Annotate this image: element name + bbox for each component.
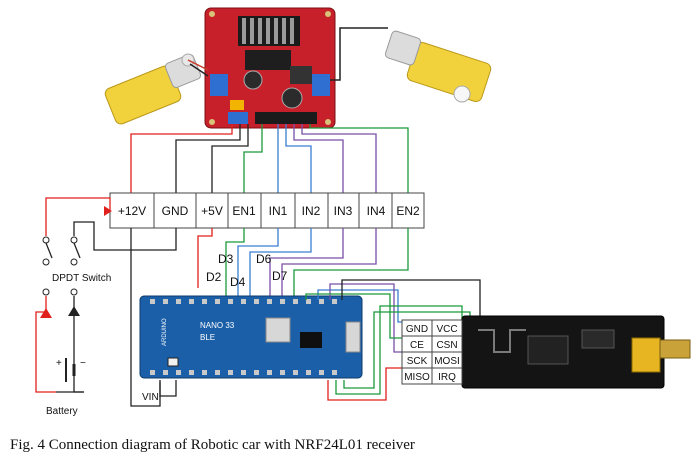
nrf-pin-vcc: VCC bbox=[436, 324, 457, 335]
nrf24l01-module bbox=[461, 315, 691, 389]
pin-label-en2: EN2 bbox=[396, 204, 420, 218]
battery-minus: − bbox=[80, 358, 86, 369]
pinstrip-to-arduino-wires bbox=[130, 228, 409, 407]
arduino-sub: BLE bbox=[200, 333, 215, 342]
figure-caption: Fig. 4 Connection diagram of Robotic car… bbox=[10, 437, 415, 453]
arduino-brand: ARDUINO bbox=[162, 318, 168, 346]
arduino-pin-label-d2: D2 bbox=[206, 270, 222, 284]
left-motor bbox=[104, 53, 209, 125]
driver-to-pinstrip-wires bbox=[130, 124, 409, 193]
pin-label-in2: IN2 bbox=[302, 204, 321, 218]
pin-label-en1: EN1 bbox=[232, 204, 256, 218]
arduino-pin-label-d3: D3 bbox=[218, 252, 234, 266]
pin-label-in3: IN3 bbox=[334, 204, 353, 218]
battery-label: Battery bbox=[46, 406, 78, 417]
nrf-pin-csn: CSN bbox=[436, 340, 457, 351]
nrf-pin-ce: CE bbox=[410, 340, 424, 351]
arduino-pin-label-d4: D4 bbox=[230, 275, 246, 289]
switch-label: DPDT Switch bbox=[52, 273, 111, 284]
dpdt-switch: DPDT Switch bbox=[42, 197, 177, 296]
nrf-pin-sck: SCK bbox=[407, 356, 428, 367]
arrow-icon bbox=[104, 206, 112, 216]
arrow-icon bbox=[40, 308, 52, 318]
nrf-pin-table: GND VCC CE CSN SCK MOSI MISO IRQ bbox=[401, 319, 463, 385]
arduino-pin-label-d6: D6 bbox=[256, 252, 272, 266]
arduino-pin-label-d7: D7 bbox=[272, 269, 288, 283]
arrow-icon bbox=[68, 306, 80, 316]
nrf-pin-mosi: MOSI bbox=[434, 356, 460, 367]
battery: + − Battery bbox=[35, 296, 86, 417]
nrf-pin-gnd: GND bbox=[406, 324, 428, 335]
right-motor bbox=[330, 27, 492, 103]
driver-pin-strip: +12V GND +5V EN1 IN1 IN2 IN3 IN4 EN2 bbox=[109, 192, 425, 229]
pin-label-5v: +5V bbox=[201, 204, 223, 218]
pin-label-in1: IN1 bbox=[269, 204, 288, 218]
arduino-nano-board: ARDUINO NANO 33 BLE bbox=[139, 295, 363, 379]
battery-plus: + bbox=[56, 358, 62, 369]
nrf-pin-irq: IRQ bbox=[438, 372, 456, 383]
vin-label: VIN bbox=[142, 392, 159, 403]
arduino-title: NANO 33 bbox=[200, 321, 235, 330]
motor-driver-board bbox=[204, 7, 336, 129]
pin-label-12v: +12V bbox=[118, 204, 146, 218]
nrf-pin-miso: MISO bbox=[404, 372, 430, 383]
pin-label-gnd: GND bbox=[162, 204, 189, 218]
pin-label-in4: IN4 bbox=[367, 204, 386, 218]
